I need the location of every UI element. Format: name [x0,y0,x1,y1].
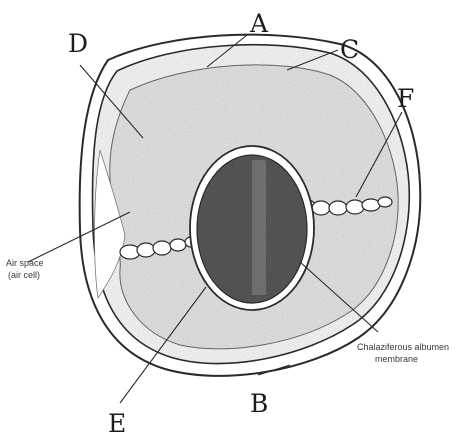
label-e: E [108,409,126,438]
label-c: C [340,35,359,64]
label-a: A [249,9,269,38]
air-space-label-line2: (air cell) [8,270,40,280]
label-f: F [397,84,414,113]
label-b: B [250,389,268,418]
air-space-label-line1: Air space [6,258,44,268]
chalaziferous-label-line1: Chalaziferous albumen [357,342,449,352]
label-d: D [68,29,88,58]
chalaziferous-label-line2: membrane [375,354,418,364]
